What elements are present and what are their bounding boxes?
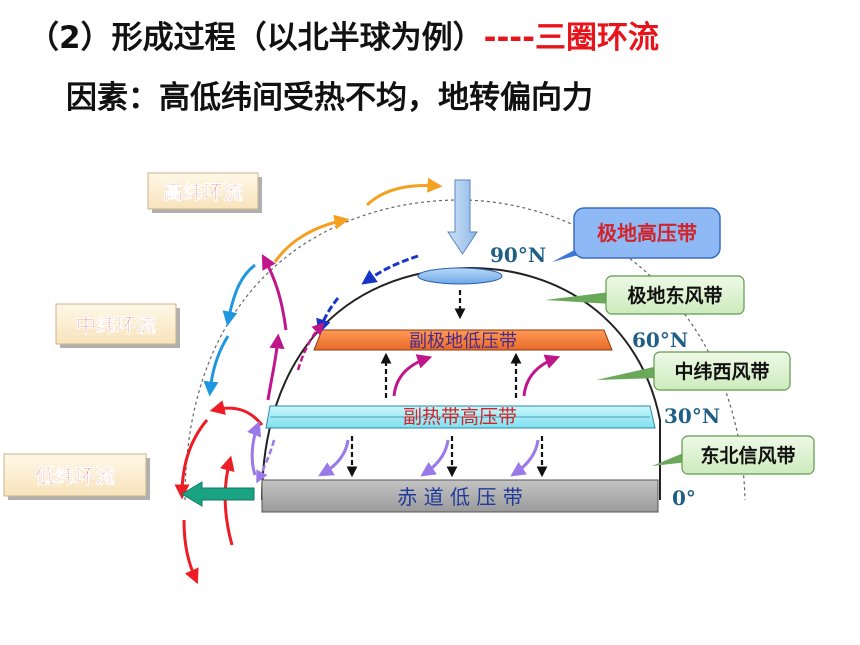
polar-high-ellipse: [417, 267, 503, 285]
low-latitude-cell-box: 低纬环流: [3, 453, 150, 500]
polar-east-arrow-1: [361, 254, 419, 285]
westerlies-callout: 中纬西风带: [596, 351, 791, 391]
mid-cell-arrow-magenta-2: [266, 333, 285, 401]
westerly-arrow-1: [392, 354, 433, 397]
polar-high-label: 极地高压带: [597, 221, 697, 245]
equatorial-outflow-arrow: [181, 481, 255, 507]
low-cell-label: 低纬环流: [34, 464, 115, 488]
low-cell-arrow-red-1: [209, 400, 264, 426]
polar-high-callout: 极地高压带: [552, 207, 721, 262]
high-latitude-cell-box: 高纬环流: [147, 172, 262, 213]
low-cell-arrow-red-2: [174, 419, 209, 500]
ne-trades-label: 东北信风带: [700, 444, 795, 467]
westerlies-label: 中纬西风带: [674, 360, 769, 383]
polar-easterlies-label: 极地东风带: [627, 284, 722, 307]
equatorial-low-label: 赤 道 低 压 带: [397, 485, 522, 509]
trade-wind-arrow-3: [510, 439, 540, 477]
trade-wind-arrow-2: [420, 439, 450, 477]
mid-cell-label: 中纬环流: [76, 313, 156, 337]
trade-wind-arrow-1: [318, 439, 350, 477]
polar-sinking-arrow: [447, 179, 478, 255]
high-cell-arrow-mid: [273, 214, 350, 263]
title-main: （2）形成过程（以北半球为例）: [28, 20, 484, 56]
lat-0: 0°: [672, 486, 696, 510]
polar-easterlies-callout: 极地东风带: [545, 275, 745, 315]
mid-cell-arrow-magenta-dash: [296, 322, 325, 371]
low-cell-arrow-red-4: [220, 455, 235, 546]
page-title: （2）形成过程（以北半球为例）----三圈环流: [28, 12, 659, 57]
ne-trades-callout: 东北信风带: [652, 435, 815, 475]
subtropical-high-label: 副热带高压带: [403, 406, 517, 428]
page-subtitle: 因素：高低纬间受热不均，地转偏向力: [66, 80, 593, 116]
subpolar-low-label: 副极地低压带: [409, 331, 517, 352]
lat-30n: 30°N: [664, 404, 720, 428]
low-cell-arrow-red-3: [182, 519, 199, 585]
low-cell-arrow-purple-1: [247, 420, 262, 476]
title-accent: ----三圈环流: [483, 20, 660, 56]
subpolar-low-bar: [313, 329, 613, 351]
equatorial-low-bar: [261, 479, 659, 513]
mid-latitude-cell-box: 中纬环流: [55, 303, 180, 348]
lat-60n: 60°N: [632, 328, 688, 352]
high-cell-label: 高纬环流: [163, 180, 243, 204]
lat-90n: 90°N: [490, 243, 546, 267]
westerly-arrow-2: [522, 354, 561, 397]
high-cell-arrow-top: [365, 177, 443, 207]
mid-cell-arrow-blue-2: [203, 335, 230, 397]
low-cell-arrow-purple-2: [256, 439, 276, 484]
mid-cell-arrow-blue-1: [222, 263, 256, 327]
mid-cell-arrow-magenta-1: [261, 254, 288, 331]
